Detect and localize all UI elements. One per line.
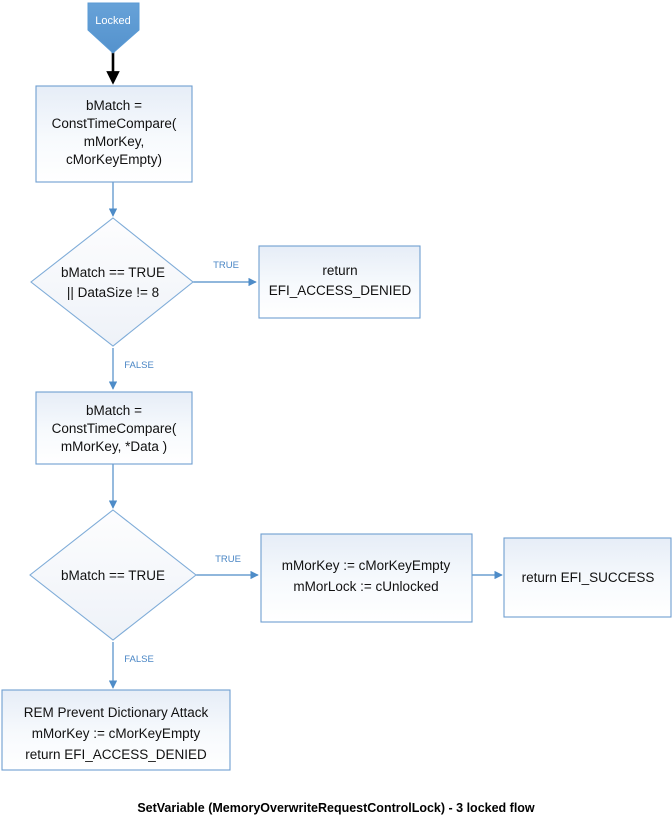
node-return-success[interactable]: return EFI_SUCCESS xyxy=(503,537,672,618)
process1-line-0: bMatch = xyxy=(86,98,142,113)
process1-line-2: mMorKey, xyxy=(84,134,145,149)
edge-decision1-true: TRUE xyxy=(193,260,257,287)
node-dictionary-attack[interactable]: REM Prevent Dictionary Attack mMorKey :=… xyxy=(1,689,231,771)
decision1-line-1: || DataSize != 8 xyxy=(67,285,159,300)
return-denied-1-shape xyxy=(258,245,421,319)
unlock-process-line-1: mMorLock := cUnlocked xyxy=(293,579,438,594)
decision2-shape xyxy=(29,509,197,641)
dictionary-attack-line-1: mMorKey := cMorKeyEmpty xyxy=(32,726,201,741)
process1-line-3: cMorKeyEmpty) xyxy=(66,152,162,167)
return-denied-1-line-1: EFI_ACCESS_DENIED xyxy=(269,283,412,298)
dictionary-attack-shape xyxy=(1,689,231,771)
return-success-line-0: return EFI_SUCCESS xyxy=(522,570,655,585)
diagram-caption: SetVariable (MemoryOverwriteRequestContr… xyxy=(137,801,535,815)
edge-label-decision2-false: FALSE xyxy=(124,654,154,665)
process2-shape xyxy=(35,391,193,465)
decision1-line-0: bMatch == TRUE xyxy=(61,265,165,280)
node-process2[interactable]: bMatch = ConstTimeCompare( mMorKey, *Dat… xyxy=(35,391,193,465)
process1-line-1: ConstTimeCompare( xyxy=(52,116,177,131)
terminator-shape xyxy=(87,2,140,54)
edge-label-decision1-false: FALSE xyxy=(124,360,154,371)
process1-shape xyxy=(35,85,193,183)
terminator-label: Locked xyxy=(95,15,130,27)
node-start-locked[interactable]: Locked xyxy=(87,2,140,54)
node-decision2[interactable]: bMatch == TRUE xyxy=(29,509,197,641)
dictionary-attack-line-2: return EFI_ACCESS_DENIED xyxy=(25,747,207,762)
process2-line-1: ConstTimeCompare( xyxy=(52,421,177,436)
return-denied-1-line-0: return xyxy=(322,263,357,278)
decision1-shape xyxy=(30,217,194,347)
edge-label-decision1-true: TRUE xyxy=(213,260,239,271)
dictionary-attack-line-0: REM Prevent Dictionary Attack xyxy=(24,705,209,720)
edge-decision2-true: TRUE xyxy=(196,554,259,580)
node-process1[interactable]: bMatch = ConstTimeCompare( mMorKey, cMor… xyxy=(35,85,193,183)
process2-line-0: bMatch = xyxy=(86,403,142,418)
unlock-process-line-0: mMorKey := cMorKeyEmpty xyxy=(282,558,451,573)
edge-decision2-false: FALSE xyxy=(108,642,154,689)
process2-line-2: mMorKey, *Data ) xyxy=(61,439,167,454)
decision2-line-0: bMatch == TRUE xyxy=(61,568,165,583)
edge-decision1-false: FALSE xyxy=(108,348,154,390)
node-decision1[interactable]: bMatch == TRUE || DataSize != 8 xyxy=(30,217,194,347)
node-unlock-process[interactable]: mMorKey := cMorKeyEmpty mMorLock := cUnl… xyxy=(260,533,473,623)
node-return-access-denied-1[interactable]: return EFI_ACCESS_DENIED xyxy=(258,245,421,319)
unlock-process-shape xyxy=(260,533,473,623)
return-success-shape xyxy=(503,537,672,618)
edge-label-decision2-true: TRUE xyxy=(215,554,241,565)
